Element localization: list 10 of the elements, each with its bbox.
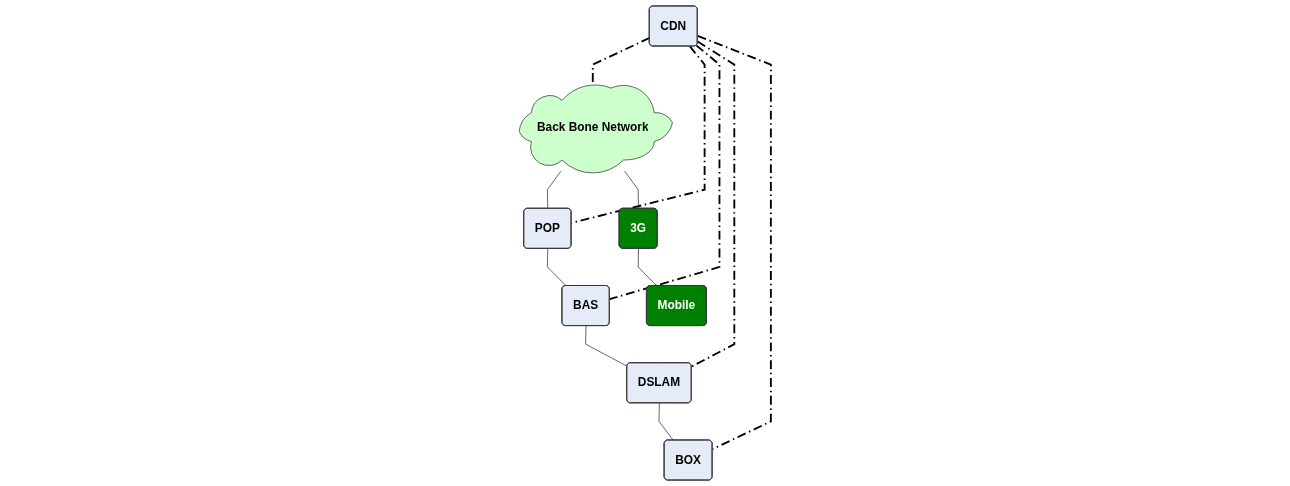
- connector: [585, 325, 628, 367]
- connector: [547, 248, 567, 287]
- connector: [547, 170, 562, 209]
- connector: [591, 36, 651, 85]
- connector: [608, 44, 721, 300]
- connector: [658, 402, 674, 441]
- connector: [696, 34, 772, 451]
- connector: [690, 40, 736, 368]
- connector: [624, 170, 639, 209]
- connector: [637, 248, 658, 287]
